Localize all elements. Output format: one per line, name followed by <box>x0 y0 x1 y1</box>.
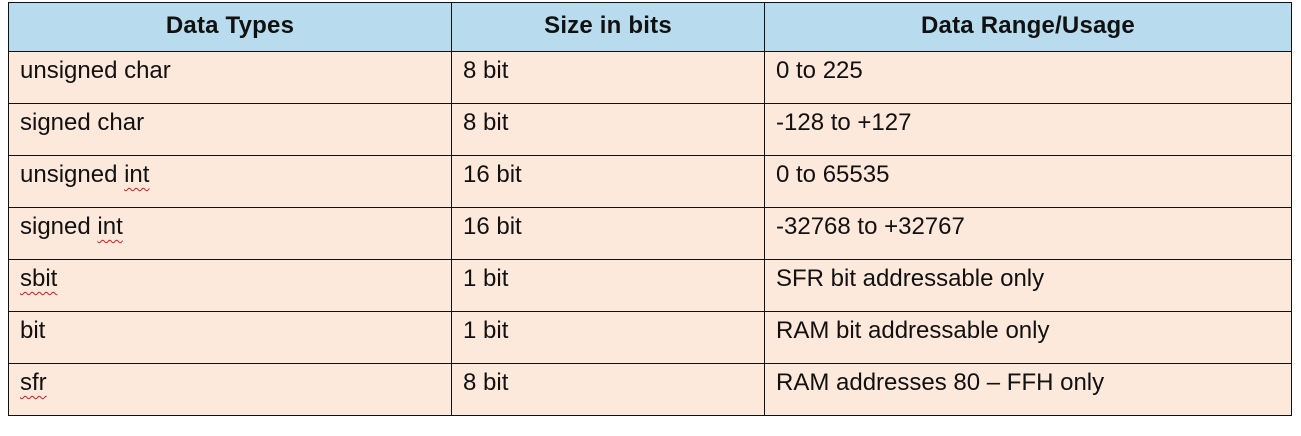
table-row: unsigned char 8 bit 0 to 225 <box>8 51 1292 104</box>
cell-data-type: signed char <box>8 103 452 156</box>
data-types-table: Data Types Size in bits Data Range/Usage… <box>8 2 1292 416</box>
data-types-table-container: Data Types Size in bits Data Range/Usage… <box>8 2 1292 416</box>
data-type-spellcheck-word: sfr <box>20 369 47 396</box>
data-type-text: unsigned char <box>20 57 171 84</box>
cell-data-type: unsigned char <box>8 51 452 104</box>
header-data-range-usage: Data Range/Usage <box>764 2 1292 52</box>
table-row: signed int 16 bit -32768 to +32767 <box>8 207 1292 260</box>
cell-size: 1 bit <box>451 311 765 364</box>
data-type-text: unsigned <box>20 161 125 188</box>
cell-size: 8 bit <box>451 103 765 156</box>
cell-data-type: sfr <box>8 363 452 416</box>
cell-data-type: unsigned int <box>8 155 452 208</box>
cell-data-type: sbit <box>8 259 452 312</box>
table-header-row: Data Types Size in bits Data Range/Usage <box>8 2 1292 52</box>
cell-size: 16 bit <box>451 155 765 208</box>
cell-size: 8 bit <box>451 363 765 416</box>
data-type-spellcheck-word: sbit <box>20 265 58 292</box>
cell-range: -32768 to +32767 <box>764 207 1292 260</box>
cell-range: RAM bit addressable only <box>764 311 1292 364</box>
data-type-text: signed char <box>20 109 145 136</box>
cell-size: 1 bit <box>451 259 765 312</box>
table-row: signed char 8 bit -128 to +127 <box>8 103 1292 156</box>
data-type-text: signed <box>20 213 98 240</box>
cell-range: 0 to 225 <box>764 51 1292 104</box>
cell-data-type: bit <box>8 311 452 364</box>
data-type-spellcheck-word: int <box>124 161 150 188</box>
data-type-text: bit <box>20 317 46 344</box>
header-data-types: Data Types <box>8 2 452 52</box>
table-row: bit 1 bit RAM bit addressable only <box>8 311 1292 364</box>
cell-range: RAM addresses 80 – FFH only <box>764 363 1292 416</box>
cell-data-type: signed int <box>8 207 452 260</box>
cell-size: 16 bit <box>451 207 765 260</box>
cell-size: 8 bit <box>451 51 765 104</box>
cell-range: -128 to +127 <box>764 103 1292 156</box>
data-type-spellcheck-word: int <box>97 213 123 240</box>
cell-range: SFR bit addressable only <box>764 259 1292 312</box>
table-row: sfr 8 bit RAM addresses 80 – FFH only <box>8 363 1292 416</box>
header-size-in-bits: Size in bits <box>451 2 765 52</box>
table-row: sbit 1 bit SFR bit addressable only <box>8 259 1292 312</box>
table-row: unsigned int 16 bit 0 to 65535 <box>8 155 1292 208</box>
cell-range: 0 to 65535 <box>764 155 1292 208</box>
